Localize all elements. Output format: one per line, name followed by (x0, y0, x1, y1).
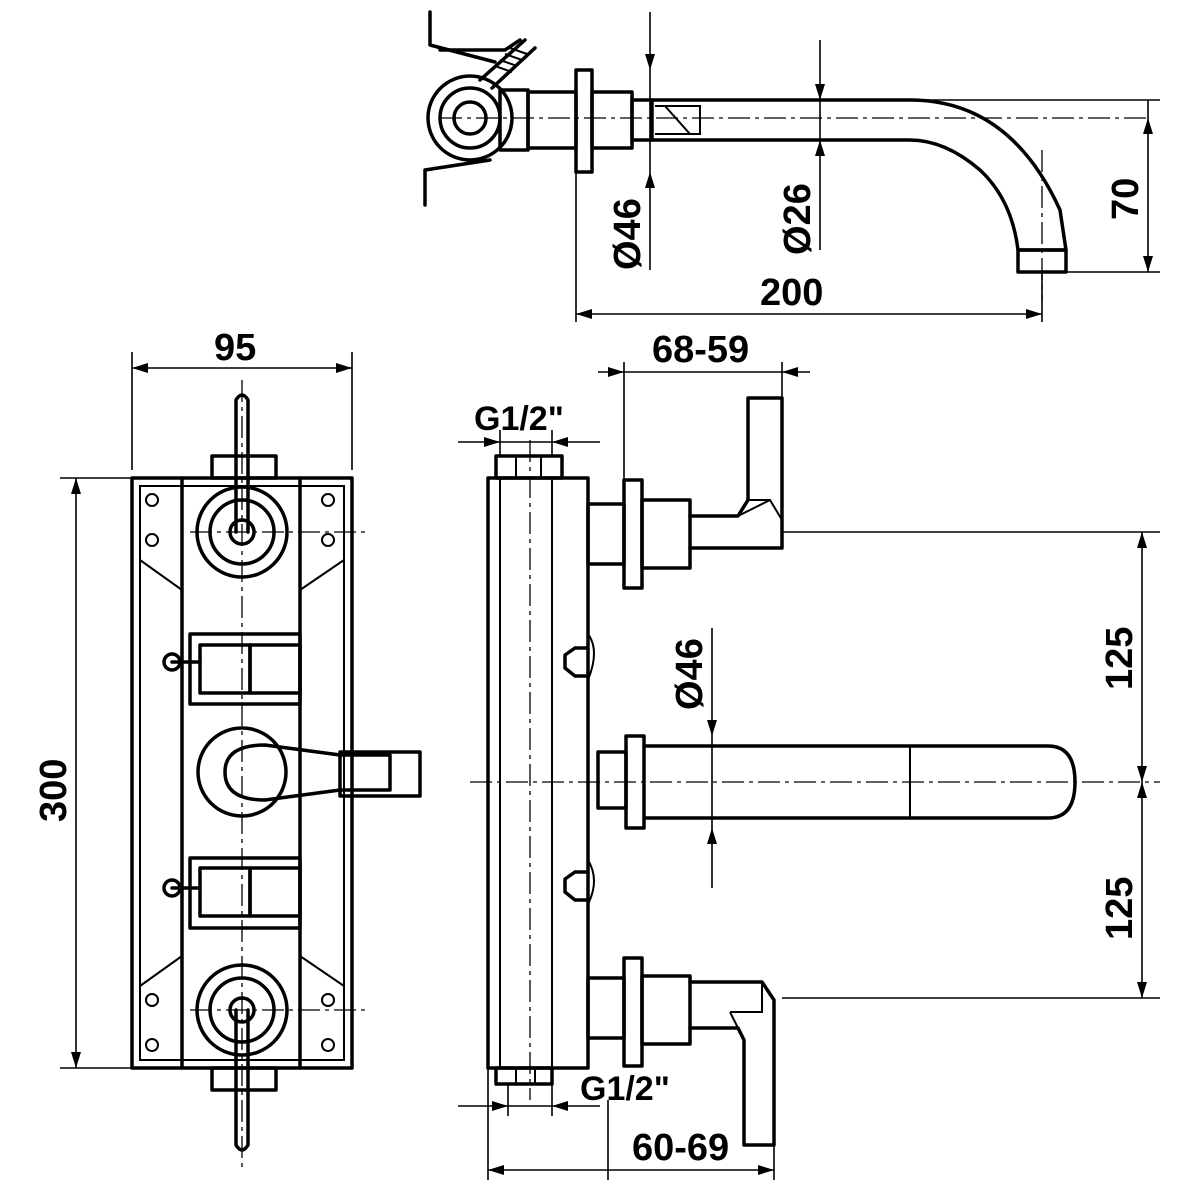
top-view: Ø46 Ø26 70 200 (423, 10, 1160, 322)
dim-top-valve-diameter: Ø46 (607, 198, 649, 270)
dim-top-spout-diameter: Ø26 (777, 183, 819, 255)
dim-side-thread-bottom: G1/2" (580, 1070, 670, 1108)
screw-holes (145, 493, 335, 1052)
dim-side-thread-top: G1/2" (474, 400, 564, 438)
dim-front-width: 95 (214, 327, 256, 369)
dim-side-center-diameter: Ø46 (669, 638, 711, 710)
dim-spout-drop: 70 (1105, 178, 1147, 220)
dim-side-lower-spacing: 125 (1099, 877, 1141, 940)
dim-side-upper-spacing: 125 (1099, 627, 1141, 690)
dim-side-depth-top: 68-59 (652, 329, 749, 371)
side-view: 68-59 G1/2" Ø46 125 125 G1/2" 60-69 (458, 329, 1160, 1180)
dim-side-depth-bottom: 60-69 (632, 1127, 729, 1169)
dim-spout-length: 200 (760, 272, 823, 314)
dim-front-height: 300 (33, 759, 75, 822)
front-view: 95 300 (33, 327, 422, 1170)
